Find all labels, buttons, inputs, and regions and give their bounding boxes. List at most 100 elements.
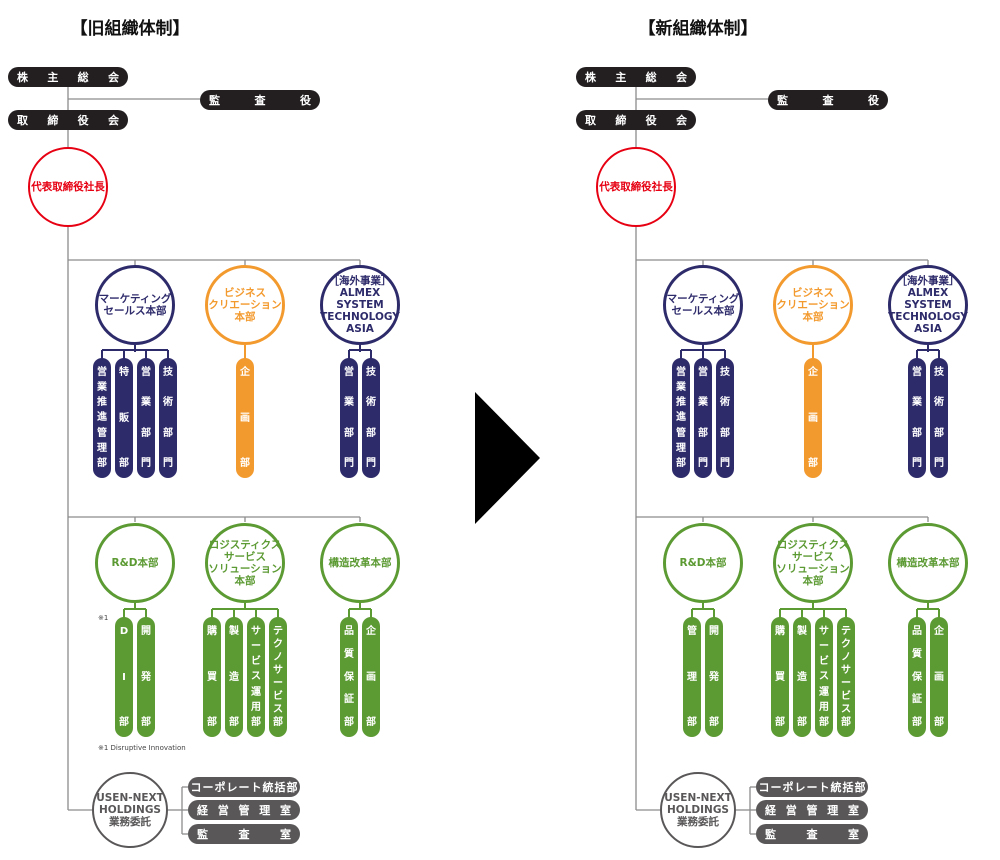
usen-item-1-char: 営 [217,804,229,817]
dept-char: ク [841,639,851,650]
dept-char: 業 [344,397,354,409]
restructure-dept-0: 品質保証部 [908,617,926,737]
usen-item-0: コーポレート統括部 [756,777,868,797]
dept-char: 部 [141,717,151,728]
dept-char: 部 [819,716,829,728]
restructure-dept-0: 品質保証部 [340,617,358,737]
ceo-circle: 代表取締役社長 [596,147,676,227]
dept-char: 部 [344,717,354,728]
auditor-box-char: 査 [822,94,834,107]
dept-char: 運 [251,686,261,698]
shareholders-box-char: 総 [645,71,657,84]
dept-char: D [119,626,129,637]
marketing-dept-2: 営業部門 [137,358,155,478]
dept-char: 画 [366,671,376,683]
restructure-circle: 構造改革本部 [888,523,968,603]
dept-char: 開 [141,626,151,637]
dept-char: ビ [841,691,851,702]
logistics-dept-1: 製造部 [793,617,811,737]
dept-char: 部 [163,427,173,439]
dept-char: 門 [698,457,708,469]
business-circle: ビジネス クリエーション 本部 [205,265,285,345]
usen-item-2-char: 監 [197,828,208,841]
dept-char: 業 [698,397,708,409]
rd-dept-1: 開発部 [705,617,723,737]
logistics-circle: ロジスティクス サービス ソリューション 本部 [773,523,853,603]
usen-item-1-char: 管 [806,804,818,817]
dept-char: 部 [97,457,107,469]
dept-char: 管 [97,427,107,439]
marketing-dept-3: 技術部門 [159,358,177,478]
dept-char: 部 [808,458,818,469]
dept-char: 企 [808,367,818,378]
dept-char: ス [251,671,261,683]
usen-item-0-char: 統 [830,781,842,794]
footnote: ※1 Disruptive Innovation [98,744,186,752]
dept-char: 進 [676,412,686,424]
shareholders-box-char: 株 [17,71,28,84]
dept-char: ー [251,641,261,653]
board-box-char: 会 [107,114,119,127]
usen-item-1-char: 理 [827,804,839,817]
dept-char: 営 [97,367,107,378]
dept-char: 品 [912,626,922,637]
dept-char: 進 [97,412,107,424]
dept-char: 門 [912,457,922,469]
rd-dept-0: 管理部 [683,617,701,737]
marketing-circle: マーケティング セールス本部 [663,265,743,345]
restructure-dept-1: 企画部 [362,617,380,737]
dept-char: ビ [251,656,261,668]
dept-char: 販 [119,412,129,424]
dept-char: 門 [934,457,944,469]
dept-char: 造 [797,671,807,683]
auditor-box: 監査役 [200,90,320,110]
dept-char: ー [273,678,283,689]
board-box-char: 締 [615,114,627,127]
dept-char: 部 [119,458,129,469]
dept-char: 買 [207,671,217,683]
marketing-circle: マーケティング セールス本部 [95,265,175,345]
logistics-dept-3: テクノサービス部 [837,617,855,737]
dept-char: ー [819,641,829,653]
logistics-dept-2: サービス運用部 [815,617,833,737]
dept-char: 術 [366,397,376,409]
dept-char: 部 [720,427,730,439]
overseas-circle: ［海外事業］ ALMEX SYSTEM TECHNOLOGY ASIA [888,265,968,345]
rd-circle: R&D本部 [95,523,175,603]
dept-char: 推 [97,397,107,409]
board-box-char: 役 [77,114,89,127]
transition-arrow-icon [475,392,540,524]
shareholders-box-char: 総 [77,71,89,84]
dept-char: 質 [912,648,922,660]
usen-item-2-char: 監 [765,828,776,841]
usen-item-2: 監査室 [188,824,300,844]
marketing-dept-2: 技術部門 [716,358,734,478]
dept-char: 画 [240,412,250,424]
dept-char: 証 [912,694,922,706]
dept-char: 特 [119,367,129,378]
auditor-box-char: 監 [777,94,788,107]
usen-item-1-char: 室 [848,804,859,817]
dept-char: 部 [912,427,922,439]
usen-item-0-char: レ [226,781,238,794]
business-dept-0: 企画部 [804,358,822,478]
dept-char: 企 [934,626,944,637]
restructure-circle: 構造改革本部 [320,523,400,603]
dept-char: 技 [934,367,944,378]
usen-item-0-char: ポ [214,781,226,794]
dept-char: ビ [819,656,829,668]
usen-item-0-char: ー [238,781,250,794]
dept-char: 門 [163,457,173,469]
dept-char: 管 [687,626,697,637]
dept-char: 技 [720,367,730,378]
auditor-box-char: 役 [300,94,311,107]
board-box-char: 締 [47,114,59,127]
usen-item-1: 経営管理室 [756,800,868,820]
dept-char: 部 [676,457,686,469]
shareholders-box-char: 会 [107,71,119,84]
overseas-dept-1: 技術部門 [362,358,380,478]
usen-item-0-char: レ [794,781,806,794]
usen-circle: USEN-NEXT HOLDINGS 業務委託 [660,772,736,848]
